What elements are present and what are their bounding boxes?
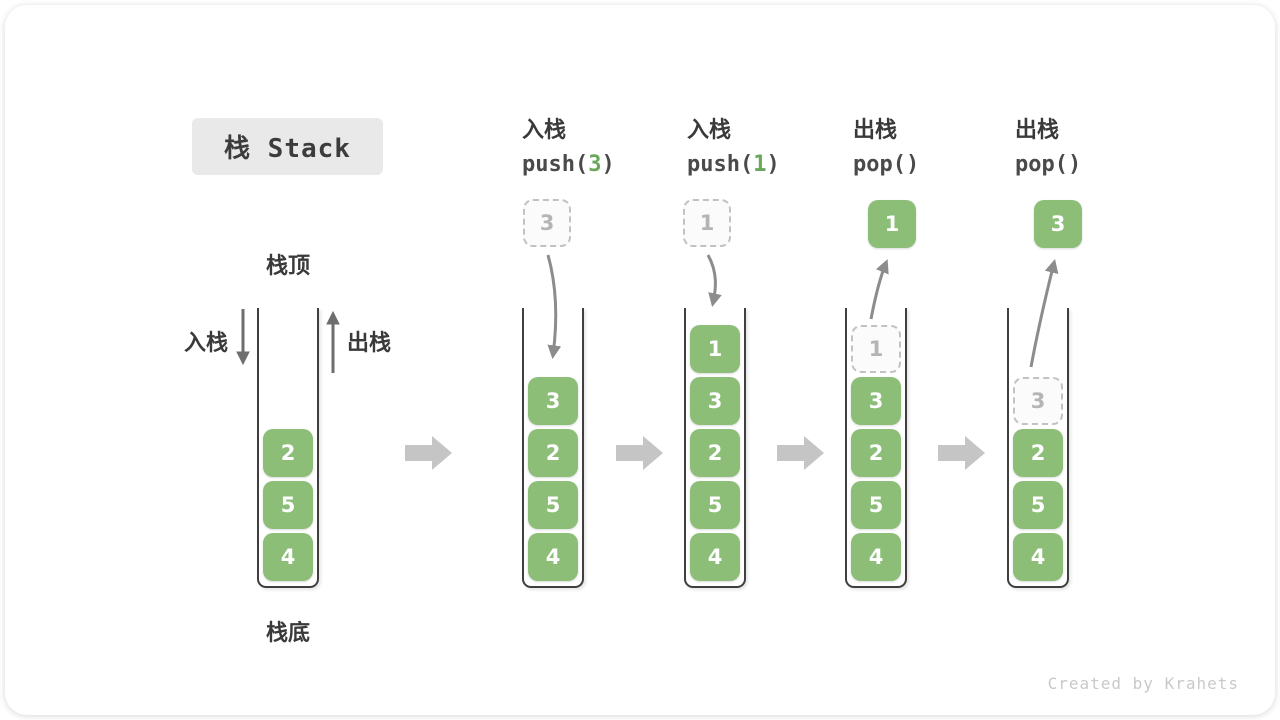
floating-value: 1: [699, 211, 715, 235]
stack-container-pop-3: 3 2 5 4: [1007, 308, 1069, 588]
stack-item: 4: [1013, 533, 1063, 581]
floating-value-push-3: 3: [523, 199, 571, 247]
stack-item-value: 4: [280, 545, 296, 569]
floating-value-pop-3: 3: [1034, 200, 1082, 248]
stack-item: 3: [690, 377, 740, 425]
stack-item-value: 5: [707, 493, 723, 517]
stack-item-value: 5: [280, 493, 296, 517]
stack-item: 4: [851, 533, 901, 581]
credit-text: Created by Krahets: [1047, 674, 1239, 693]
stack-item: 5: [528, 481, 578, 529]
op-label: 出栈: [853, 118, 898, 143]
step-arrow-icon: [777, 436, 824, 470]
stack-item: 5: [851, 481, 901, 529]
header-push-3: 入栈 push(3): [522, 112, 615, 177]
stack-container-push-3: 3 2 5 4: [522, 308, 584, 588]
push-1-arrow-icon: [706, 254, 722, 308]
op-code: push(1): [687, 152, 780, 177]
code-arg: 3: [588, 152, 602, 177]
stack-item: 5: [690, 481, 740, 529]
stack-item: 4: [690, 533, 740, 581]
step-arrow-icon: [616, 436, 663, 470]
stack-item: 3: [851, 377, 901, 425]
stack-item: 3: [528, 377, 578, 425]
stack-container-push-1: 1 3 2 5 4: [684, 308, 746, 588]
op-label: 出栈: [1015, 118, 1060, 143]
push-side-label: 入栈: [184, 331, 229, 356]
header-pop-3: 出栈 pop(): [1015, 112, 1081, 177]
stack-item-value: 2: [545, 441, 561, 465]
stack-container-initial: 2 5 4: [257, 308, 319, 588]
op-code: push(3): [522, 152, 615, 177]
stack-item: 2: [263, 429, 313, 477]
stack-item-value: 3: [707, 389, 723, 413]
op-label: 入栈: [687, 118, 732, 143]
code-text: push(: [687, 152, 754, 177]
page-title: 栈 Stack: [224, 134, 351, 164]
code-text: pop(: [853, 152, 906, 177]
stack-item-value: 3: [545, 389, 561, 413]
code-text: ): [1067, 152, 1082, 177]
stack-item: 2: [528, 429, 578, 477]
title-box: 栈 Stack: [192, 118, 383, 175]
stack-item: 5: [263, 481, 313, 529]
stack-item-value: 2: [280, 441, 296, 465]
floating-value-pop-1: 1: [868, 200, 916, 248]
stack-item-ghost: 3: [1013, 377, 1063, 425]
floating-value: 1: [884, 212, 900, 236]
stack-item-value: 4: [1030, 545, 1046, 569]
stack-top-label: 栈顶: [265, 254, 310, 279]
op-label: 入栈: [522, 118, 567, 143]
stack-item: 2: [690, 429, 740, 477]
stack-item-value: 2: [868, 441, 884, 465]
stack-item-value: 4: [868, 545, 884, 569]
op-code: pop(): [853, 152, 919, 177]
stack-item-value: 5: [545, 493, 561, 517]
header-push-1: 入栈 push(1): [687, 112, 780, 177]
stack-item-value: 3: [1030, 389, 1046, 413]
code-text: ): [905, 152, 920, 177]
stack-item-value: 5: [1030, 493, 1046, 517]
pop-side-label: 出栈: [347, 331, 392, 356]
stack-item-value: 4: [707, 545, 723, 569]
code-text: ): [601, 152, 615, 177]
stack-item: 2: [851, 429, 901, 477]
arrows-overlay: [236, 254, 1059, 470]
stack-item: 1: [690, 325, 740, 373]
stack-item-value: 5: [868, 493, 884, 517]
stack-item-ghost: 1: [851, 325, 901, 373]
stack-container-pop-1: 1 3 2 5 4: [845, 308, 907, 588]
stack-item: 2: [1013, 429, 1063, 477]
floating-value: 3: [1050, 212, 1066, 236]
diagram-card: 栈 Stack 栈顶 栈底 入栈 出栈 入栈 push(3) 入栈 push(1…: [5, 5, 1275, 715]
stack-item-value: 4: [545, 545, 561, 569]
stack-item-value: 2: [707, 441, 723, 465]
code-text: push(: [522, 152, 589, 177]
code-text: pop(: [1015, 152, 1068, 177]
op-code: pop(): [1015, 152, 1081, 177]
stack-item: 5: [1013, 481, 1063, 529]
stack-item-value: 3: [868, 389, 884, 413]
stack-item-value: 2: [1030, 441, 1046, 465]
step-arrow-icon: [938, 436, 985, 470]
header-pop-1: 出栈 pop(): [853, 112, 919, 177]
floating-value-push-1: 1: [683, 199, 731, 247]
code-arg: 1: [753, 152, 767, 177]
stack-item-value: 1: [707, 337, 723, 361]
stack-item-value: 1: [868, 337, 884, 361]
step-arrow-icon: [405, 436, 452, 470]
stack-item: 4: [263, 533, 313, 581]
code-text: ): [766, 152, 780, 177]
floating-value: 3: [539, 211, 555, 235]
stack-bottom-label: 栈底: [265, 621, 310, 646]
stack-item: 4: [528, 533, 578, 581]
